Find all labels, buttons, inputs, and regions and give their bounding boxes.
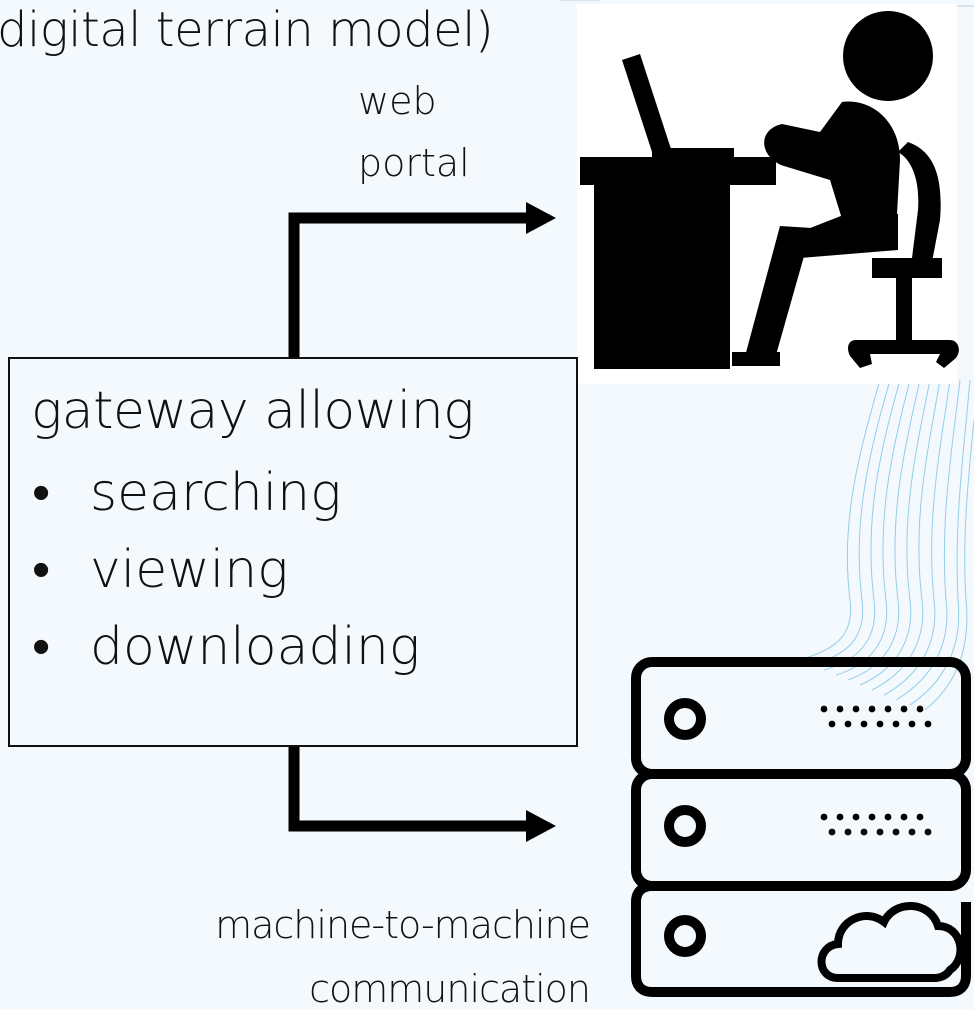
feature-downloading: downloading [90,617,421,677]
web-label-line1: web [358,79,437,123]
gateway-feature-list: •searching •viewing •downloading [32,455,420,686]
m2m-line2: communication [309,967,591,1009]
list-item: •downloading [32,617,421,677]
person-at-computer-icon [580,11,959,369]
web-label-line2: portal [358,141,470,185]
feature-viewing: viewing [90,540,289,600]
arrow-to-web-portal [288,202,556,357]
server-cloud-icon [631,657,971,997]
m2m-label: machine-to-machine communication [150,893,591,1009]
list-item: •viewing [32,540,289,600]
gateway-heading: gateway allowing [31,381,474,441]
server-status-dots [820,705,932,836]
m2m-line1: machine-to-machine [215,903,591,947]
web-portal-label: web portal [358,70,488,194]
page-title: digital terrain model) [0,2,494,58]
feature-searching: searching [90,463,342,523]
list-item: •searching [32,463,342,523]
gateway-box: gateway allowing •searching •viewing •do… [8,357,578,747]
arrow-to-server [288,747,556,842]
